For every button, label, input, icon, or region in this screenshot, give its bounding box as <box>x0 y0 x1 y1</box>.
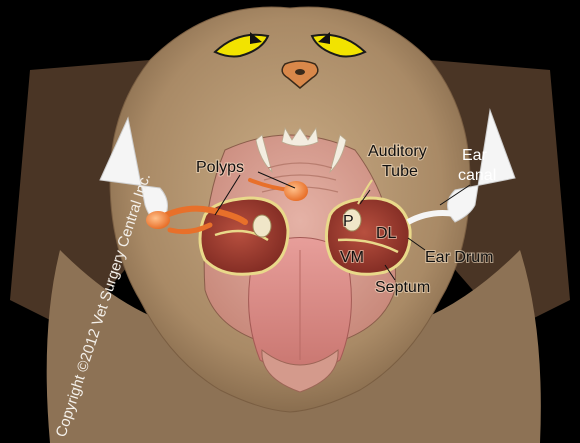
label-p: P <box>343 213 354 230</box>
label-polyps: Polyps <box>196 159 244 176</box>
label-auditory: Auditory <box>368 143 427 160</box>
right-tympanic-bulla <box>326 198 410 274</box>
nasopharyngeal-polyp-mass <box>284 181 308 201</box>
label-dl: DL <box>376 225 397 242</box>
label-ear-drum: Ear Drum <box>425 249 493 266</box>
left-polyp-mass <box>146 211 170 229</box>
label-vm: VM <box>340 249 364 266</box>
label-ear: Ear <box>462 147 488 164</box>
nostril <box>295 69 305 75</box>
left-p-compartment <box>253 215 271 237</box>
label-canal: canal <box>458 167 496 184</box>
label-septum: Septum <box>375 279 430 296</box>
label-tube: Tube <box>382 163 418 180</box>
